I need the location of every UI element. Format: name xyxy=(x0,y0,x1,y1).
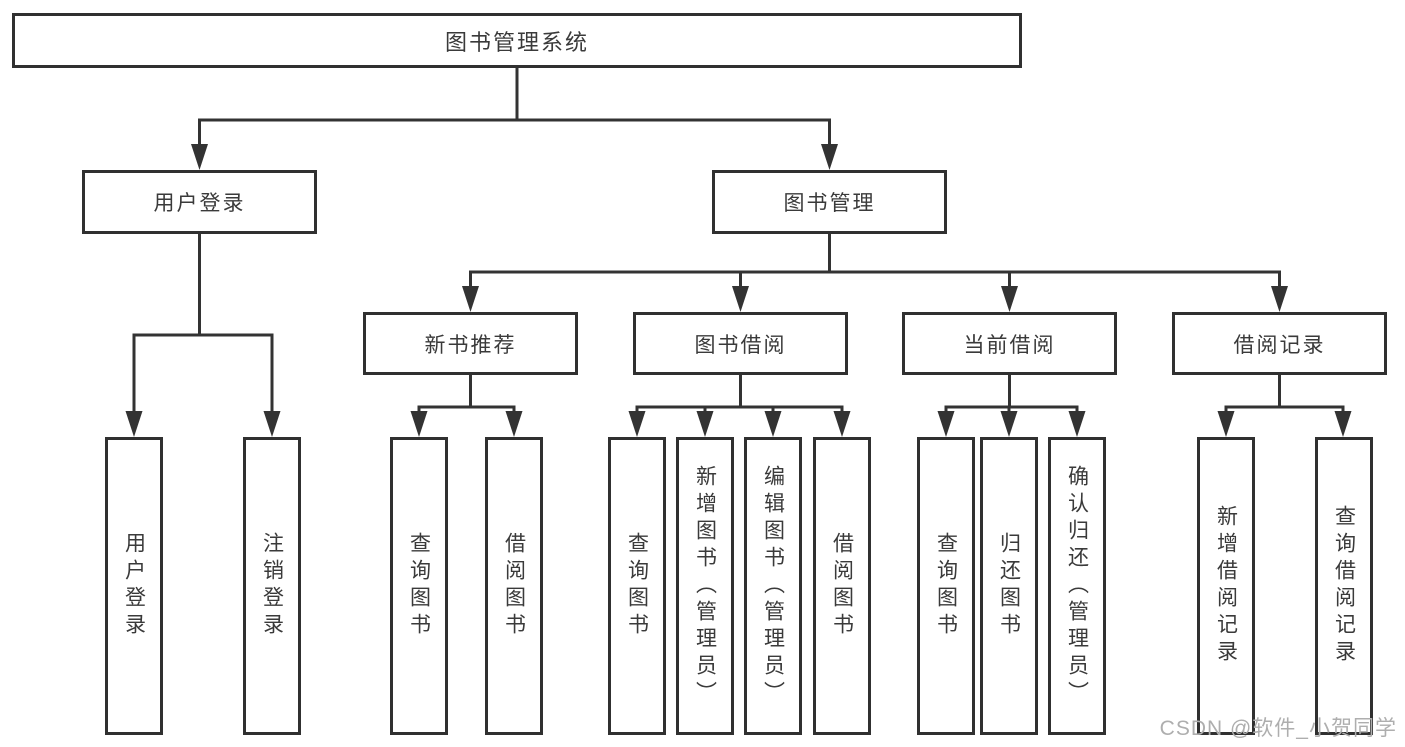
leaf-label: 查询借阅记录 xyxy=(1332,505,1356,667)
arrowhead xyxy=(191,144,208,170)
arrowhead xyxy=(1068,411,1086,437)
connector-root-to-level2 xyxy=(198,68,831,148)
arrowhead xyxy=(732,286,749,312)
leaf-edit-books-admin: 编辑图书（管理员） xyxy=(744,437,802,735)
leaf-add-books-admin: 新增图书（管理员） xyxy=(676,437,734,735)
leaf-label: 新增借阅记录 xyxy=(1214,505,1238,667)
leaf-borrow-books: 借阅图书 xyxy=(813,437,871,735)
arrowhead xyxy=(1271,286,1288,312)
leaf-logout: 注销登录 xyxy=(243,437,301,735)
node-label: 用户登录 xyxy=(153,192,246,215)
leaf-label: 查询图书 xyxy=(934,532,958,640)
leaf-query-books: 查询图书 xyxy=(917,437,975,735)
arrowhead xyxy=(263,411,281,437)
node-book-management: 图书管理 xyxy=(712,170,947,234)
leaf-borrow-books: 借阅图书 xyxy=(485,437,543,735)
node-label: 图书管理 xyxy=(783,192,876,215)
leaf-label: 查询图书 xyxy=(407,532,431,640)
node-book-borrowing: 图书借阅 xyxy=(633,312,848,375)
arrowhead xyxy=(125,411,143,437)
connector-newbook-to-leaves xyxy=(417,375,516,415)
csdn-watermark: CSDN @软件_小贺同学 xyxy=(1159,717,1397,740)
leaf-return-books: 归还图书 xyxy=(980,437,1038,735)
node-label: 图书管理系统 xyxy=(444,29,589,55)
leaf-user-login: 用户登录 xyxy=(105,437,163,735)
leaf-label: 借阅图书 xyxy=(502,532,526,640)
arrowhead xyxy=(1334,411,1352,437)
node-label: 借阅记录 xyxy=(1233,333,1326,357)
leaf-label: 查询图书 xyxy=(625,532,649,640)
leaf-confirm-return-admin: 确认归还（管理员） xyxy=(1048,437,1106,735)
leaf-query-books: 查询图书 xyxy=(390,437,448,735)
node-label: 新书推荐 xyxy=(424,333,517,357)
leaf-label: 借阅图书 xyxy=(830,532,854,640)
node-new-book-recommend: 新书推荐 xyxy=(363,312,578,375)
node-label: 当前借阅 xyxy=(963,333,1056,357)
connector-curborrow-to-leaves xyxy=(944,375,1079,415)
leaf-add-borrow-record: 新增借阅记录 xyxy=(1197,437,1255,735)
arrowhead xyxy=(764,411,782,437)
arrowhead xyxy=(1001,286,1018,312)
arrowhead xyxy=(1217,411,1235,437)
leaf-label: 用户登录 xyxy=(122,532,146,640)
node-borrowing-records: 借阅记录 xyxy=(1172,312,1387,375)
arrowhead xyxy=(821,144,838,170)
node-label: 图书借阅 xyxy=(694,333,787,357)
leaf-label: 新增图书（管理员） xyxy=(693,464,717,708)
arrowhead xyxy=(410,411,428,437)
node-current-borrowing: 当前借阅 xyxy=(902,312,1117,375)
arrowhead xyxy=(462,286,479,312)
node-user-login: 用户登录 xyxy=(82,170,317,234)
connector-borrowrec-to-leaves xyxy=(1224,375,1345,415)
arrowhead xyxy=(937,411,955,437)
leaf-query-books: 查询图书 xyxy=(608,437,666,735)
connector-bookborrow-to-leaves xyxy=(635,375,844,415)
leaf-label: 注销登录 xyxy=(260,532,284,640)
leaf-label: 归还图书 xyxy=(997,532,1021,640)
connector-userlogin-to-leaves xyxy=(132,234,274,415)
leaf-query-borrow-record: 查询借阅记录 xyxy=(1315,437,1373,735)
node-library-management-system: 图书管理系统 xyxy=(12,13,1022,68)
arrowhead xyxy=(1000,411,1018,437)
leaf-label: 确认归还（管理员） xyxy=(1065,464,1089,708)
arrowhead xyxy=(628,411,646,437)
connector-bookmgmt-to-level3 xyxy=(469,234,1281,290)
leaf-label: 编辑图书（管理员） xyxy=(761,464,785,708)
arrowhead xyxy=(505,411,523,437)
arrowhead xyxy=(833,411,851,437)
arrowhead xyxy=(696,411,714,437)
